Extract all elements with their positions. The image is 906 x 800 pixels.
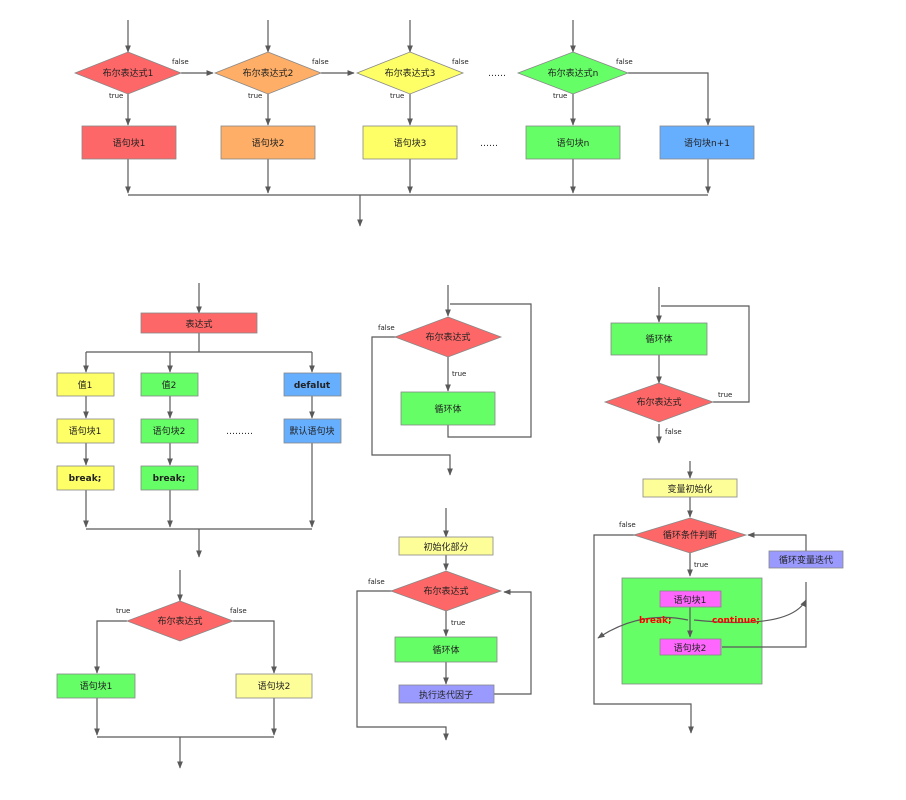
continue-label: continue; — [712, 616, 760, 626]
false-label: false — [368, 578, 385, 586]
if-true-block — [56, 673, 136, 699]
if-condition-diamond — [125, 600, 235, 642]
case-value-2 — [140, 372, 199, 397]
true-label: true — [248, 92, 262, 100]
do-while-body-label: 循环体 — [645, 333, 672, 345]
do-while-loop-diagram: 循环体 布尔表达式 true false — [603, 287, 750, 444]
false-label: false — [452, 58, 469, 66]
condition-2-label: 布尔表达式2 — [243, 67, 294, 79]
case-value-1-label: 值1 — [78, 379, 93, 391]
statement-block-3 — [362, 125, 458, 160]
true-label: true — [718, 391, 732, 399]
for-init-box — [398, 536, 494, 556]
var-init-label: 变量初始化 — [667, 483, 712, 495]
for-iterate-label: 执行迭代因子 — [419, 689, 473, 701]
condition-diamond-n — [516, 51, 630, 95]
break-continue-diagram: 变量初始化 循环条件判断 false true 循环变量迭代 语句块1 语句块2… — [593, 461, 844, 734]
false-label: false — [665, 428, 682, 436]
break-box-2 — [140, 465, 199, 491]
while-body-label: 循环体 — [434, 403, 461, 415]
true-label: true — [452, 370, 466, 378]
block-1-label: 语句块1 — [113, 137, 146, 149]
loop-iterate-label: 循环变量迭代 — [779, 554, 833, 566]
inner-block-1-label: 语句块1 — [674, 594, 707, 606]
break-2-label: break; — [153, 474, 186, 484]
do-while-body-box — [610, 322, 708, 356]
true-label: true — [109, 92, 123, 100]
false-label: false — [312, 58, 329, 66]
switch-block-1-label: 语句块1 — [69, 425, 102, 437]
switch-block-2-label: 语句块2 — [153, 425, 186, 437]
for-init-label: 初始化部分 — [423, 541, 468, 553]
if-condition-label: 布尔表达式 — [157, 615, 202, 627]
true-label: true — [553, 92, 567, 100]
true-label: true — [694, 561, 708, 569]
statement-block-n-plus-1 — [659, 125, 755, 160]
case-value-2-label: 值2 — [162, 379, 177, 391]
statement-block-1 — [81, 125, 177, 160]
false-label: false — [619, 521, 636, 529]
true-label: true — [451, 619, 465, 627]
for-loop-diagram: 初始化部分 布尔表达式 false true 循环体 执行迭代因子 — [356, 508, 532, 741]
for-condition-label: 布尔表达式 — [423, 585, 468, 597]
if-true-block-label: 语句块1 — [80, 680, 113, 692]
switch-expression-label: 表达式 — [185, 318, 212, 330]
while-loop-diagram: 布尔表达式 false true 循环体 — [371, 285, 532, 476]
condition-diamond-3 — [355, 51, 465, 95]
switch-diagram: 表达式 值1 值2 defalut 语句块1 语句块2 默认语句块 break;… — [56, 283, 342, 558]
inner-block-2 — [659, 638, 722, 656]
condition-3-label: 布尔表达式3 — [385, 67, 436, 79]
switch-default-block-label: 默认语句块 — [289, 425, 334, 437]
block-2-label: 语句块2 — [252, 137, 285, 149]
false-label: false — [172, 58, 189, 66]
break-1-label: break; — [69, 474, 102, 484]
condition-diamond-2 — [213, 51, 323, 95]
while-condition-diamond — [393, 316, 503, 358]
if-false-block — [235, 673, 313, 699]
statement-block-n — [525, 125, 621, 160]
do-while-condition-diamond — [603, 382, 715, 423]
loop-condition-label: 循环条件判断 — [663, 529, 717, 541]
ellipsis: ……… — [226, 427, 253, 437]
condition-n-label: 布尔表达式n — [548, 67, 599, 79]
switch-default-block — [283, 418, 342, 444]
break-label: break; — [639, 616, 672, 626]
if-else-diagram: 布尔表达式 true false 语句块1 语句块2 — [56, 570, 313, 769]
block-n-label: 语句块n — [557, 137, 590, 149]
switch-block-2 — [140, 418, 199, 444]
for-condition-diamond — [389, 570, 503, 612]
var-init-box — [642, 478, 738, 498]
true-label: true — [390, 92, 404, 100]
ellipsis: …… — [488, 69, 506, 79]
loop-condition-diamond — [632, 517, 748, 554]
statement-block-2 — [220, 125, 316, 160]
case-default — [283, 372, 342, 397]
condition-diamond-1 — [73, 51, 183, 95]
while-condition-label: 布尔表达式 — [425, 331, 470, 343]
true-label: true — [116, 607, 130, 615]
if-false-block-label: 语句块2 — [258, 680, 291, 692]
for-body-box — [394, 636, 498, 663]
do-while-condition-label: 布尔表达式 — [636, 396, 681, 408]
inner-block-2-label: 语句块2 — [674, 642, 707, 654]
for-iterate-box — [398, 684, 495, 704]
case-value-1 — [56, 372, 115, 397]
false-label: false — [378, 324, 395, 332]
switch-block-1 — [56, 418, 115, 444]
block-3-label: 语句块3 — [394, 137, 427, 149]
block-n-plus-1-label: 语句块n+1 — [684, 137, 730, 149]
ellipsis: …… — [480, 139, 498, 149]
inner-block-1 — [659, 590, 722, 608]
condition-1-label: 布尔表达式1 — [103, 67, 154, 79]
switch-expression-box — [140, 312, 258, 334]
ifelse-chain-diagram: 布尔表达式1 布尔表达式2 布尔表达式3 布尔表达式n false false … — [73, 20, 755, 227]
false-label: false — [230, 607, 247, 615]
false-label: false — [616, 58, 633, 66]
loop-iterate-box — [768, 550, 844, 569]
case-default-label: defalut — [294, 381, 331, 391]
for-body-label: 循环体 — [432, 644, 459, 656]
break-box-1 — [56, 465, 115, 491]
while-body-box — [400, 391, 496, 426]
